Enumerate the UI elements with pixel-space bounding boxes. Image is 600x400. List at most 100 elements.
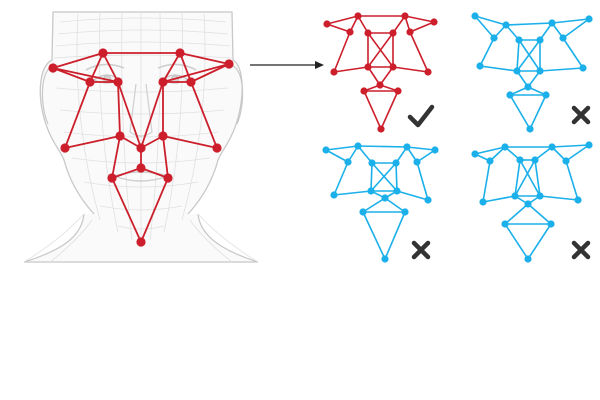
landmark-node (107, 173, 117, 183)
graph-edge (551, 18, 590, 24)
graph-edge (474, 15, 495, 39)
graph-edge (404, 15, 435, 23)
graph-edge (140, 177, 169, 243)
landmark-node (381, 255, 389, 263)
landmark-node (524, 255, 532, 263)
landmark-node (431, 146, 439, 154)
landmark-node (403, 143, 411, 151)
graph-edge (529, 94, 547, 130)
graph-edge (357, 145, 373, 164)
graph-edge (392, 66, 429, 73)
graph-edge (409, 21, 435, 33)
landmark-node (186, 77, 196, 87)
graph-edge (395, 162, 398, 192)
landmark-node (501, 143, 509, 151)
landmark-node (330, 191, 338, 199)
landmark-node (392, 159, 400, 167)
graph-edge (565, 144, 590, 162)
landmark-node (579, 64, 587, 72)
graph-edge (504, 223, 529, 260)
graph-edge (539, 195, 579, 201)
graph-edge (416, 149, 436, 163)
landmark-node (511, 192, 519, 200)
landmark-node (531, 156, 539, 164)
landmark-node (346, 28, 354, 36)
landmark-node (381, 194, 389, 202)
result-marks (407, 104, 591, 260)
graph-edge (479, 37, 495, 67)
landmark-node (48, 63, 58, 73)
landmark-node (562, 157, 570, 165)
landmark-node (536, 36, 544, 44)
graph-edge (518, 39, 541, 72)
landmark-node (490, 34, 498, 42)
graph-edge (52, 67, 91, 83)
landmark-node (524, 200, 532, 208)
graph-edge (514, 159, 521, 197)
landmark-node (406, 28, 414, 36)
graph-edge (384, 197, 406, 213)
graph-edge (516, 39, 541, 72)
cross-mark-icon (411, 240, 431, 260)
landmark-node (516, 156, 524, 164)
graph-edge (326, 23, 351, 33)
graph-edge (514, 159, 536, 197)
landmark-node (376, 81, 384, 89)
graph-edge (52, 52, 104, 69)
graph-edge (190, 63, 230, 83)
landmark-node (547, 220, 555, 228)
graph-edge (505, 22, 553, 26)
landmark-node (471, 12, 479, 20)
landmark-node (344, 158, 352, 166)
graph-edge (562, 37, 584, 69)
graph-edge (482, 160, 491, 203)
landmark-node (401, 208, 409, 216)
landmark-node (585, 15, 593, 23)
graph-edge (519, 159, 541, 197)
landmark-node (574, 196, 582, 204)
landmark-node (158, 131, 168, 141)
landmark-node (158, 77, 168, 87)
landmark-node (536, 67, 544, 75)
landmark-node (354, 142, 362, 150)
graph-edge (527, 223, 552, 260)
candidate-graph-top-right (471, 12, 593, 133)
graph-edge (140, 167, 169, 179)
graph-edge (474, 15, 507, 26)
landmark-node (115, 131, 125, 141)
face-landmark-graph (48, 48, 234, 247)
landmark-node (542, 91, 550, 99)
graph-edge (384, 211, 406, 260)
graph-edge (379, 66, 394, 86)
landmark-node (85, 77, 95, 87)
graph-edge (325, 149, 349, 163)
graph-edge (64, 81, 91, 149)
graph-edge (539, 67, 584, 72)
graph-edge (89, 52, 104, 83)
graph-edge (117, 81, 121, 137)
graph-edge (179, 52, 192, 83)
landmark-node (486, 157, 494, 165)
graph-edge (162, 135, 218, 149)
graph-edge (111, 135, 121, 179)
graph-edge (325, 145, 359, 151)
graph-edge (504, 203, 529, 225)
candidate-graph-bottom-right (471, 141, 593, 263)
landmark-node (394, 87, 402, 95)
landmark-node (548, 19, 556, 27)
landmark-node (367, 187, 375, 195)
landmark-node (98, 48, 108, 58)
landmark-node (175, 48, 185, 58)
landmark-node (113, 77, 123, 87)
landmark-node (389, 63, 397, 71)
graph-edge (162, 63, 230, 83)
graph-edge (179, 52, 230, 65)
graph-edge (64, 135, 121, 149)
landmark-node (536, 192, 544, 200)
arrow-head-icon (315, 61, 324, 69)
landmark-node (212, 143, 222, 153)
graph-edge (111, 177, 142, 243)
face-illustration (23, 11, 259, 263)
graph-edge (380, 90, 399, 130)
landmark-node (323, 20, 331, 28)
